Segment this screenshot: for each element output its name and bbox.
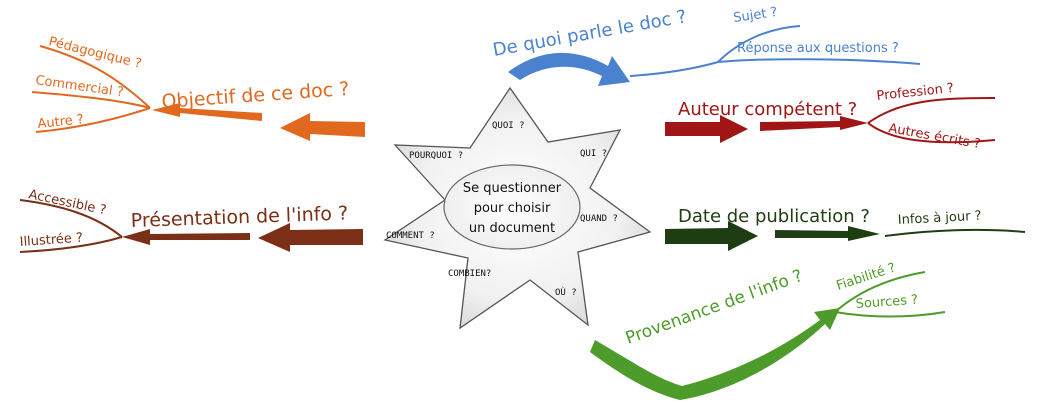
presentation-line-illustree (19, 236, 123, 253)
sujet-line-reponse (717, 58, 921, 65)
provenance-line-fiabilite (834, 271, 926, 313)
presentation-sub-accessible: Accessible ? (27, 187, 107, 218)
star-questions: QUOI ? QUI ? QUAND ? OÙ ? COMBIEN? COMME… (386, 121, 618, 298)
presentation-arrow-thick (258, 223, 363, 252)
provenance-sub-fiabilite: Fiabilité ? (835, 261, 898, 294)
center-oval (443, 164, 581, 250)
objectif-line-commercial (31, 91, 151, 109)
sujet-arrow (508, 52, 630, 86)
branch-sujet: De quoi parle le doc ? Sujet ? Réponse a… (491, 5, 921, 86)
center-label-line-3: un document (469, 221, 555, 236)
center-label-line-2: pour choisir (474, 201, 551, 216)
presentation-title: Présentation de l'info ? (130, 202, 348, 232)
presentation-arrow-thin (122, 229, 250, 245)
auteur-line-profession (867, 97, 996, 124)
sujet-sub-reponse: Réponse aux questions ? (737, 41, 899, 56)
sujet-sub-sujet: Sujet ? (732, 5, 778, 26)
branch-date: Date de publication ? Infos à jour ? (665, 206, 1026, 251)
date-arrow-thin (775, 226, 880, 241)
auteur-line-autres (867, 122, 996, 144)
central-star (383, 86, 652, 330)
objectif-sub-autre: Autre ? (37, 112, 85, 132)
presentation-sub-illustree: Illustrée ? (19, 231, 83, 250)
question-quand: QUAND ? (580, 214, 618, 224)
presentation-line-accessible (19, 199, 123, 238)
auteur-title: Auteur compétent ? (678, 99, 857, 120)
question-quoi: QUOI ? (492, 121, 525, 131)
branch-auteur: Auteur compétent ? Profession ? Autres é… (665, 81, 996, 152)
provenance-title: Provenance de l'info ? (623, 266, 806, 349)
question-combien: COMBIEN? (448, 269, 491, 279)
center-label: Se questionner pour choisir un document (463, 181, 562, 236)
provenance-arrow (590, 308, 840, 400)
date-sub-infos: Infos à jour ? (897, 209, 981, 228)
date-title: Date de publication ? (678, 206, 870, 227)
question-pourquoi: POURQUOI ? (409, 151, 463, 161)
objectif-arrow-thick (280, 113, 365, 141)
branch-provenance: Provenance de l'info ? Fiabilité ? Sourc… (590, 261, 946, 400)
date-arrow-thick (665, 221, 758, 251)
auteur-arrow-thick (665, 115, 748, 143)
branch-presentation: Présentation de l'info ? Accessible ? Il… (19, 187, 363, 253)
objectif-title: Objectif de ce doc ? (161, 78, 350, 113)
objectif-arrow-thin (152, 103, 262, 121)
sujet-line-sujet (717, 25, 801, 63)
center-label-line-1: Se questionner (463, 181, 562, 196)
date-line-infos (884, 228, 1026, 237)
auteur-sub-autres: Autres écrits ? (887, 121, 981, 152)
provenance-line-sources (834, 311, 946, 318)
provenance-sub-sources: Sources ? (855, 293, 918, 312)
objectif-line-autre (35, 107, 151, 133)
question-comment: COMMENT ? (386, 231, 435, 241)
auteur-arrow-thin (760, 116, 868, 131)
objectif-line-pedagogique (39, 45, 151, 109)
question-ou: OÙ ? (555, 286, 577, 298)
sujet-line-main (629, 61, 719, 77)
question-qui: QUI ? (580, 149, 607, 159)
branch-objectif: Objectif de ce doc ? Pédagogique ? Comme… (31, 34, 365, 141)
sujet-title: De quoi parle le doc ? (491, 6, 688, 61)
